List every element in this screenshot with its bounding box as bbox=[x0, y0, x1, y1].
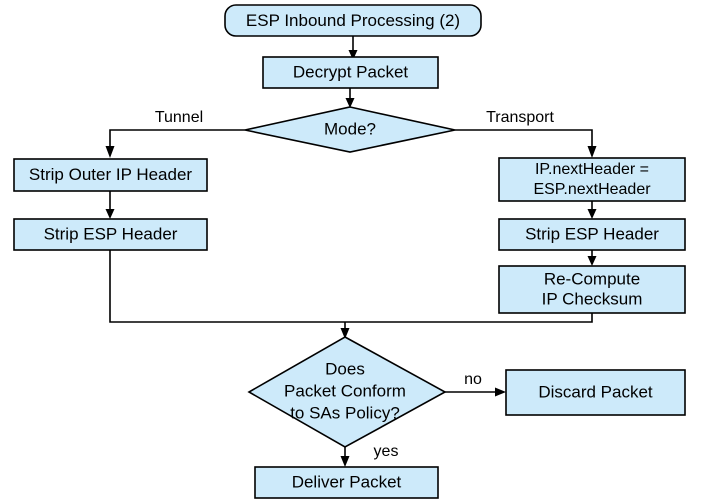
node-shape-discard bbox=[505, 369, 686, 416]
node-label-conform-line3: to SAs Policy? bbox=[290, 403, 400, 422]
node-shape-deliver bbox=[254, 466, 439, 499]
node-shape-strip-esp-right bbox=[498, 218, 686, 251]
node-conform-decision[interactable]: Does Packet Conform to SAs Policy? bbox=[247, 336, 447, 448]
arrowhead-stripesp-to-recompute bbox=[587, 256, 597, 266]
arrowhead-conform-to-deliver bbox=[340, 456, 350, 467]
arrowhead-start-to-decrypt bbox=[348, 50, 358, 60]
node-decrypt-packet[interactable]: Decrypt Packet bbox=[262, 56, 439, 89]
node-label-conform-line2: Packet Conform bbox=[284, 381, 406, 400]
node-shape-strip-outer-ip bbox=[13, 158, 208, 192]
edge-left-merge bbox=[109, 250, 345, 323]
edge-label-yes: yes bbox=[374, 443, 399, 460]
node-label-mode: Mode? bbox=[324, 119, 376, 138]
node-shape-start bbox=[224, 4, 482, 37]
node-label-strip-esp-right: Strip ESP Header bbox=[525, 224, 659, 243]
edge-mode-transport bbox=[455, 129, 593, 148]
arrowhead-merge-to-conform bbox=[340, 328, 350, 339]
node-shape-strip-esp-left bbox=[13, 218, 208, 251]
node-label-strip-outer-ip: Strip Outer IP Header bbox=[29, 165, 192, 184]
arrowhead-mode-transport bbox=[587, 146, 597, 158]
arrowhead-stripouter-to-stripesp bbox=[105, 209, 115, 219]
node-label-conform-line1: Does bbox=[325, 359, 365, 378]
edge-label-transport: Transport bbox=[486, 109, 554, 126]
arrowhead-conform-to-discard bbox=[495, 387, 506, 397]
node-shape-decrypt bbox=[262, 56, 439, 89]
connector-layer bbox=[105, 35, 597, 467]
node-deliver-packet[interactable]: Deliver Packet bbox=[254, 466, 439, 499]
node-recompute-ip-checksum[interactable]: Re-Compute IP Checksum bbox=[498, 265, 686, 314]
node-shape-next-header bbox=[498, 157, 686, 202]
node-label-recompute-line2: IP Checksum bbox=[542, 289, 643, 308]
node-label-strip-esp-left: Strip ESP Header bbox=[44, 224, 178, 243]
node-shape-conform bbox=[247, 336, 447, 448]
edge-label-tunnel: Tunnel bbox=[155, 109, 203, 126]
node-label-start: ESP Inbound Processing (2) bbox=[246, 11, 460, 30]
arrowhead-nextheader-to-stripesp bbox=[587, 209, 597, 219]
edge-label-no: no bbox=[464, 371, 482, 388]
node-mode-decision[interactable]: Mode? bbox=[244, 106, 456, 153]
node-shape-mode bbox=[244, 106, 456, 153]
node-esp-inbound-processing[interactable]: ESP Inbound Processing (2) bbox=[224, 4, 482, 37]
node-strip-outer-ip-header[interactable]: Strip Outer IP Header bbox=[13, 158, 208, 192]
arrowhead-decrypt-to-mode bbox=[345, 98, 355, 108]
node-strip-esp-header-tunnel[interactable]: Strip ESP Header bbox=[13, 218, 208, 251]
node-label-next-header-line2: ESP.nextHeader bbox=[533, 181, 651, 198]
node-strip-esp-header-transport[interactable]: Strip ESP Header bbox=[498, 218, 686, 251]
arrowhead-mode-tunnel bbox=[105, 146, 115, 158]
node-ip-next-header-assign[interactable]: IP.nextHeader = ESP.nextHeader bbox=[498, 157, 686, 202]
node-label-deliver: Deliver Packet bbox=[292, 472, 402, 491]
node-label-next-header-line1: IP.nextHeader = bbox=[535, 161, 649, 178]
node-label-recompute-line1: Re-Compute bbox=[544, 269, 640, 288]
node-label-discard: Discard Packet bbox=[538, 382, 653, 401]
node-shape-recompute bbox=[498, 265, 686, 314]
node-label-decrypt: Decrypt Packet bbox=[293, 62, 409, 81]
edge-mode-tunnel bbox=[109, 129, 245, 148]
edge-right-merge bbox=[345, 313, 593, 323]
node-discard-packet[interactable]: Discard Packet bbox=[505, 369, 686, 416]
